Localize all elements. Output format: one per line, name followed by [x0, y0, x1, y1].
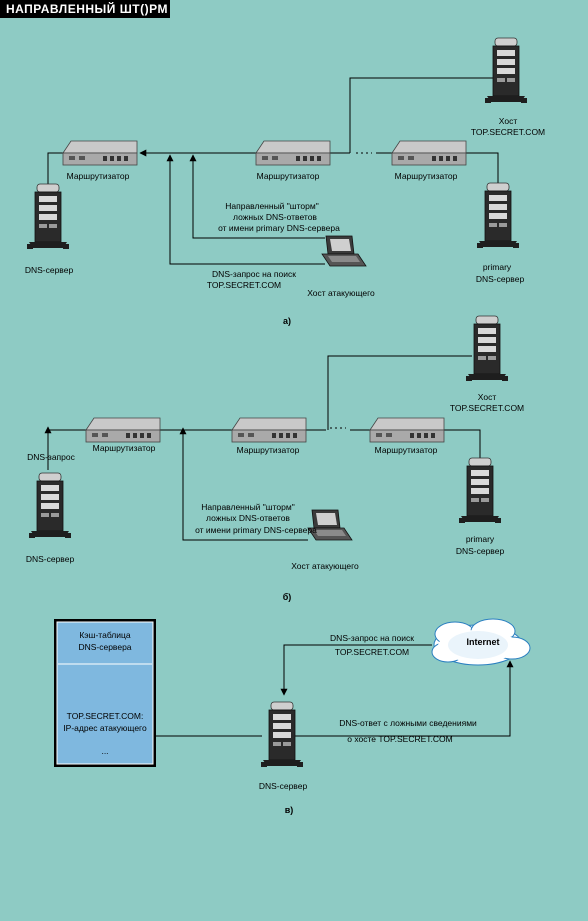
arrow-storm-a	[189, 154, 325, 239]
dns-server-icon-a	[26, 183, 70, 250]
router-right-label-a: Маршрутизатор	[395, 171, 458, 181]
primary-dns-icon-b	[458, 457, 502, 524]
cache-title2: DNS-сервера	[78, 642, 131, 652]
storm-label3-a: от имени primary DNS-сервера	[218, 223, 340, 233]
host-top-label2-b: TOP.SECRET.COM	[450, 403, 524, 413]
link-primary-b	[444, 429, 481, 458]
panel-c: Кэш-таблица DNS-сервера TOP.SECRET.COM: …	[54, 618, 531, 815]
dns-server-label-c: DNS-сервер	[259, 781, 308, 791]
cache-entry2: IP-адрес атакующего	[63, 723, 147, 733]
host-top-label2-a: TOP.SECRET.COM	[471, 127, 545, 137]
host-top-icon-a	[484, 37, 528, 104]
arrow-storm-b	[179, 427, 308, 541]
dns-server-label-b: DNS-сервер	[26, 554, 75, 564]
query-label1-c: DNS-запрос на поиск	[330, 633, 414, 643]
arrow-query-c	[280, 644, 432, 696]
query-label1-a: DNS-запрос на поиск	[212, 269, 296, 279]
answer-label1-c: DNS-ответ с ложными сведениями	[339, 718, 477, 728]
query-label2-c: TOP.SECRET.COM	[335, 647, 409, 657]
header-title: НАПРАВЛЕННЫЙ ШТ()РМ	[6, 2, 168, 16]
router-right-a	[391, 140, 467, 166]
answer-label2-c: о хосте TOP.SECRET.COM	[347, 734, 452, 744]
primary-label1-a: primary	[483, 262, 512, 272]
cache-table	[56, 621, 154, 765]
host-top-label1-a: Хост	[499, 116, 518, 126]
header: НАПРАВЛЕННЫЙ ШТ()РМ	[0, 0, 588, 18]
router-mid-b	[231, 417, 307, 443]
attacker-laptop-a	[321, 235, 367, 267]
cache-entry1: TOP.SECRET.COM:	[67, 711, 144, 721]
panel-a: Маршрутизатор Маршрутизатор Маршрутизато…	[25, 37, 545, 326]
dns-server-icon-b	[28, 472, 72, 539]
dns-server-icon-c	[260, 701, 304, 768]
primary-dns-icon-a	[476, 182, 520, 249]
router-left-b	[85, 417, 161, 443]
internet-label: Internet	[466, 637, 499, 647]
caption-a: а)	[283, 316, 291, 326]
arrow-query-a	[166, 154, 325, 265]
router-left-label-a: Маршрутизатор	[67, 171, 130, 181]
router-left-a	[62, 140, 138, 166]
caption-c: в)	[285, 805, 294, 815]
storm-label1-b: Направленный "шторм"	[201, 502, 295, 512]
header-bar: НАПРАВЛЕННЫЙ ШТ()РМ	[0, 0, 170, 18]
router-right-label-b: Маршрутизатор	[375, 445, 438, 455]
cache-title1: Кэш-таблица	[79, 630, 131, 640]
link-host-top-a	[349, 77, 493, 153]
primary-label2-b: DNS-сервер	[456, 546, 505, 556]
arrow-answer-c	[290, 660, 514, 737]
router-right-b	[369, 417, 445, 443]
storm-label1-a: Направленный "шторм"	[225, 201, 319, 211]
dns-query-label-b: DNS-запрос	[27, 452, 75, 462]
cache-more: ...	[101, 746, 108, 756]
primary-label2-a: DNS-сервер	[476, 274, 525, 284]
primary-label1-b: primary	[466, 534, 495, 544]
storm-label2-a: ложных DNS-ответов	[233, 212, 317, 222]
link-host-top-b	[327, 355, 472, 430]
internet-cloud	[431, 618, 531, 666]
router-mid-label-b: Маршрутизатор	[237, 445, 300, 455]
link-dns-router-a	[47, 152, 63, 187]
dns-server-label-a: DNS-сервер	[25, 265, 74, 275]
query-label2-a: TOP.SECRET.COM	[207, 280, 281, 290]
caption-b: б)	[283, 592, 292, 602]
storm-label3-b: от имени primary DNS-сервера	[195, 525, 317, 535]
router-left-label-b: Маршрутизатор	[93, 443, 156, 453]
router-mid-label-a: Маршрутизатор	[257, 171, 320, 181]
router-mid-a	[255, 140, 331, 166]
storm-label2-b: ложных DNS-ответов	[206, 513, 290, 523]
link-primary-a	[466, 152, 499, 183]
attacker-label-b: Хост атакующего	[291, 561, 359, 571]
attacker-label-a: Хост атакующего	[307, 288, 375, 298]
panel-b: Маршрутизатор Маршрутизатор Маршрутизато…	[26, 315, 524, 602]
host-top-label1-b: Хост	[478, 392, 497, 402]
host-top-icon-b	[465, 315, 509, 382]
